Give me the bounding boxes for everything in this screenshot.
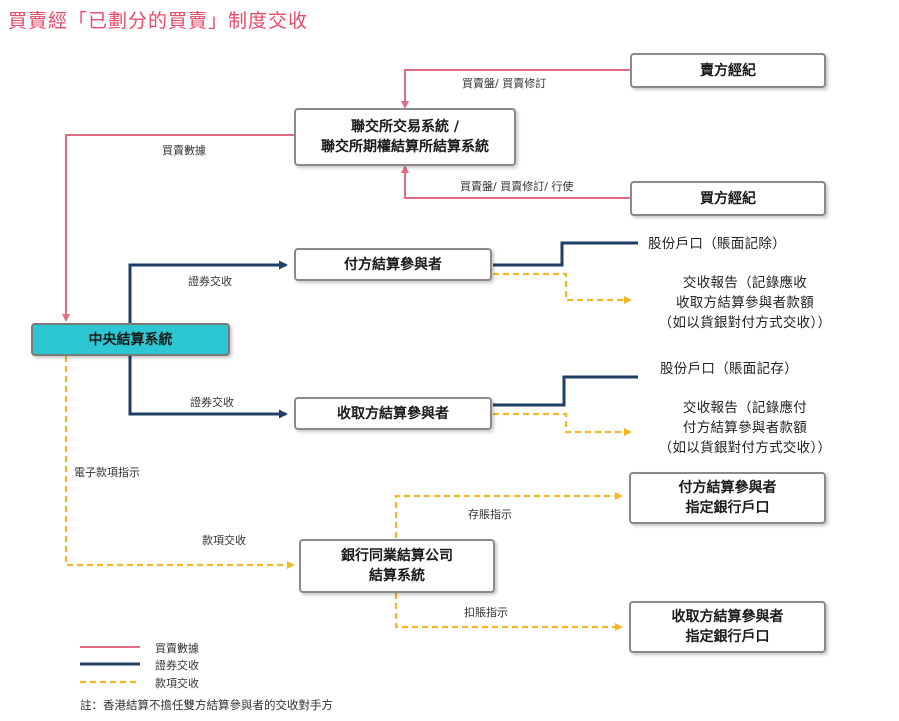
- receiver-settlement-report-text: 交收報告（記錄應付 付方結算參與者款額 （如以貨銀對付方式交收））: [658, 400, 832, 456]
- securities-to-payer-label: 證券交收: [188, 275, 232, 288]
- payer-bank-account-box: 付方結算參與者 指定銀行戶口: [629, 472, 826, 524]
- securities-to-payer-line: [128, 260, 288, 323]
- trade-data-line: [62, 134, 294, 322]
- trade-data-label: 買賣數據: [162, 144, 206, 157]
- seller-order-label: 買賣盤/ 買賣修訂: [462, 77, 547, 90]
- e-payment-line: [64, 356, 295, 569]
- buyer-order-line: [401, 165, 630, 199]
- ccass-box: 中央結算系統: [31, 323, 230, 356]
- receiver-report-line: [493, 412, 632, 436]
- securities-to-receiver-line: [128, 356, 288, 419]
- payer-report-line: [493, 272, 632, 304]
- credit-instruction-label: 存賬指示: [468, 508, 512, 521]
- payer-stock-line: [493, 241, 638, 267]
- debit-instruction-label: 扣賬指示: [464, 606, 508, 619]
- payer-stock-account-text: 股份戶口（賬面記除）: [648, 236, 786, 252]
- debit-instruction-line: [394, 593, 623, 631]
- legend-money-label: 款項交收: [155, 677, 199, 690]
- legend-securities-label: 證券交收: [155, 659, 199, 672]
- money-settlement-label: 款項交收: [202, 534, 246, 547]
- credit-instruction-line: [394, 492, 623, 538]
- e-payment-label: 電子款項指示: [74, 466, 140, 479]
- footnote: 註：香港結算不擔任雙方結算參與者的交收對手方: [80, 698, 333, 712]
- paying-participant-box: 付方結算參與者: [294, 248, 492, 281]
- payee-bank-account-box: 收取方結算參與者 指定銀行戶口: [629, 601, 826, 653]
- exchange-system-box: 聯交所交易系統 / 聯交所期權結算所結算系統: [294, 108, 516, 166]
- buyer-broker-box: 買方經紀: [630, 181, 826, 216]
- page-title: 買賣經「已劃分的買賣」制度交收: [8, 10, 309, 32]
- bank-clearing-box: 銀行同業結算公司 結算系統: [299, 539, 495, 593]
- buyer-order-label: 買賣盤/ 買賣修訂/ 行使: [460, 180, 574, 193]
- seller-broker-box: 賣方經紀: [630, 53, 826, 88]
- legend-trade-data-label: 買賣數據: [155, 642, 199, 655]
- receiver-stock-line: [493, 375, 638, 407]
- receiver-stock-account-text: 股份戶口（賬面記存）: [660, 361, 798, 377]
- seller-order-line: [401, 69, 630, 109]
- securities-to-receiver-label: 證券交收: [190, 396, 234, 409]
- receiving-participant-box: 收取方結算參與者: [294, 397, 492, 430]
- payer-settlement-report-text: 交收報告（記錄應收 收取方結算參與者款額 （如以貨銀對付方式交收））: [658, 275, 832, 331]
